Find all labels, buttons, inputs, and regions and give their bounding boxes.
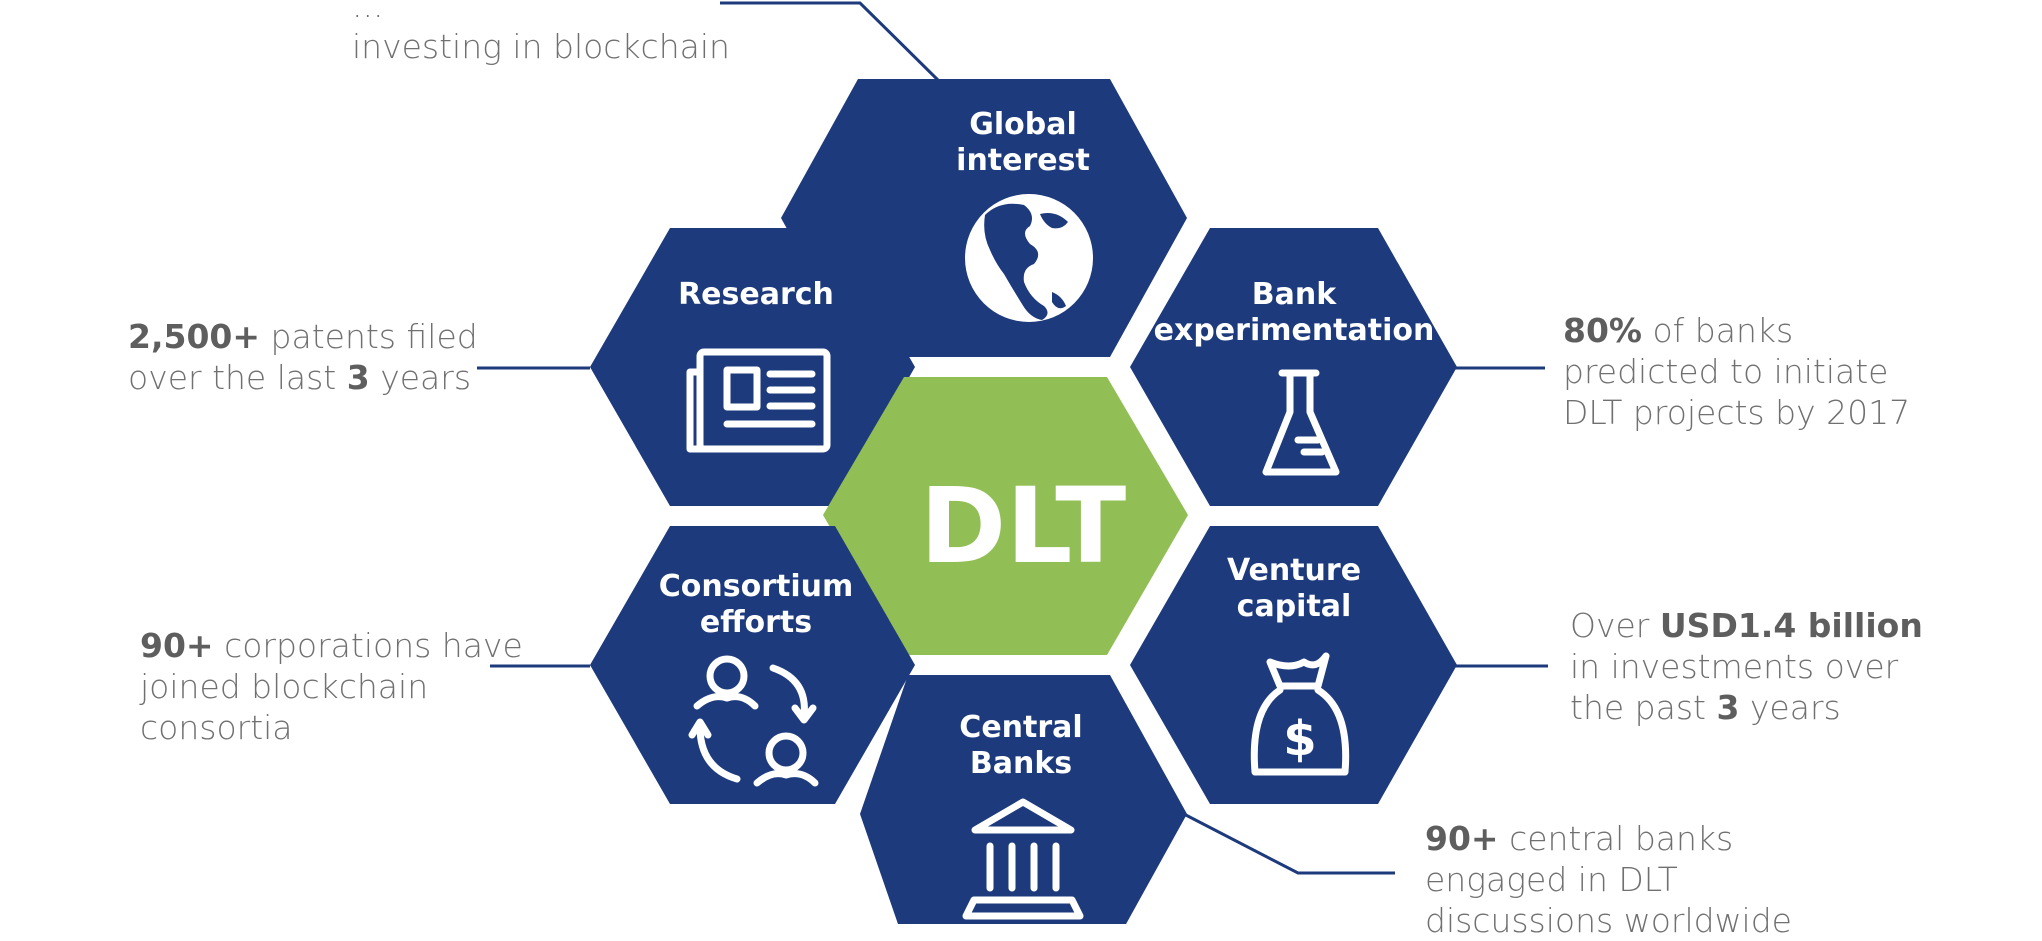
globe-icon	[965, 194, 1093, 322]
hex-title-central-2: Banks	[970, 746, 1072, 781]
annotation-bank-line-1: 80% of banks	[1563, 310, 1910, 351]
annotation-consortium-efforts: 90+ corporations have joined blockchain …	[140, 625, 523, 748]
flask-icon	[1262, 369, 1340, 476]
hex-title-venture-1: Venture	[1227, 553, 1361, 588]
annotation-research: 2,500+ patents filed over the last 3 yea…	[128, 316, 478, 398]
svg-text:$: $	[1283, 711, 1316, 767]
annotation-venture-bold-3: 3	[1716, 688, 1740, 727]
annotation-consortium-bold-1: 90+	[140, 626, 214, 665]
connector-central	[1179, 810, 1395, 875]
hex-title-consortium-2: efforts	[700, 605, 812, 640]
hex-title-central-1: Central	[959, 710, 1082, 745]
connector-global	[720, 1, 947, 89]
annotation-venture-text-3a: the past	[1570, 688, 1717, 727]
hex-title-global-1: Global	[969, 107, 1077, 142]
annotation-central-bold-1: 90+	[1425, 819, 1499, 858]
annotation-venture-bold-1: USD1.4 billion	[1659, 606, 1923, 645]
annotation-research-text-1: patents filed	[260, 317, 478, 356]
money-bag-icon: $	[1250, 652, 1350, 776]
hex-center-dlt	[823, 377, 1188, 655]
bank-building-icon	[962, 798, 1084, 920]
annotation-consortium-line-2: joined blockchain	[140, 667, 429, 706]
people-cycle-icon	[688, 655, 819, 787]
annotation-venture-line-1: Over USD1.4 billion	[1570, 605, 1923, 646]
annotation-consortium-line-1: 90+ corporations have	[140, 625, 523, 666]
annotation-central-line-2: engaged in DLT	[1425, 860, 1678, 899]
annotation-research-bold-1: 2,500+	[128, 317, 261, 356]
center-label: DLT	[920, 465, 1126, 587]
annotation-venture-capital: Over USD1.4 billion in investments over …	[1570, 605, 1923, 728]
annotation-global-line-2: investing in blockchain	[352, 27, 730, 66]
hex-title-global-2: interest	[956, 143, 1090, 178]
annotation-central-line-3: discussions worldwide	[1425, 901, 1792, 940]
annotation-global-line-1: ...	[352, 0, 384, 25]
annotation-research-line-2: over the last 3 years	[128, 357, 478, 398]
hex-title-bank-1: Bank	[1252, 277, 1337, 312]
annotation-research-line-1: 2,500+ patents filed	[128, 316, 478, 357]
annotation-global-interest: ... investing in blockchain	[352, 0, 730, 67]
hex-title-venture-2: capital	[1237, 589, 1352, 624]
hex-title-bank-2: experimentation	[1154, 313, 1435, 348]
annotation-venture-line-3: the past 3 years	[1570, 687, 1923, 728]
annotation-consortium-text-1: corporations have	[213, 626, 523, 665]
hex-consortium-efforts	[590, 526, 915, 804]
annotation-venture-text-1a: Over	[1570, 606, 1660, 645]
annotation-bank-bold-1: 80%	[1563, 311, 1642, 350]
annotation-bank-text-1: of banks	[1642, 311, 1794, 350]
annotation-bank-experimentation: 80% of banks predicted to initiate DLT p…	[1563, 310, 1910, 433]
newspaper-icon	[686, 348, 831, 453]
annotation-research-bold-2: 3	[346, 358, 370, 397]
annotation-central-banks: 90+ central banks engaged in DLT discuss…	[1425, 818, 1792, 941]
annotation-research-text-2b: years	[369, 358, 472, 397]
hex-title-research-1: Research	[678, 277, 834, 312]
hex-bank-experimentation	[1130, 228, 1457, 506]
annotation-central-line-1: 90+ central banks	[1425, 818, 1792, 859]
annotation-venture-text-3b: years	[1739, 688, 1841, 727]
annotation-bank-line-3: DLT projects by 2017	[1563, 393, 1911, 432]
annotation-venture-line-2: in investments over	[1570, 647, 1899, 686]
annotation-research-text-2a: over the last	[128, 358, 347, 397]
annotation-bank-line-2: predicted to initiate	[1563, 352, 1889, 391]
hex-title-consortium-1: Consortium	[659, 569, 854, 604]
annotation-consortium-line-3: consortia	[140, 708, 293, 747]
annotation-central-text-1: central banks	[1498, 819, 1734, 858]
